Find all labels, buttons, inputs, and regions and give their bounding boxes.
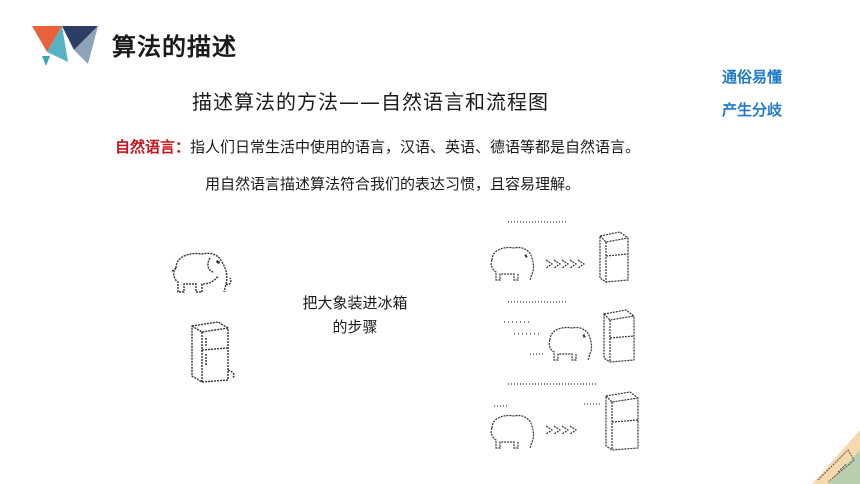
tag-easy: 通俗易懂 <box>722 68 783 86</box>
definition-text: 指人们日常生活中使用的语言，汉语、英语、德语等都是自然语言。 <box>190 138 641 156</box>
corner-decoration-icon <box>812 430 860 484</box>
definition-line: 自然语言：指人们日常生活中使用的语言，汉语、英语、德语等都是自然语言。 <box>115 136 640 157</box>
tag-ambiguity: 产生分歧 <box>722 101 783 119</box>
step-3-sketch <box>490 383 639 451</box>
fridge-icon <box>191 321 235 383</box>
slide-subtitle: 描述算法的方法——自然语言和流程图 <box>192 90 549 114</box>
definition-term: 自然语言： <box>115 138 191 156</box>
caption-line-2: 的步骤 <box>332 318 378 336</box>
elephant-icon <box>170 252 232 293</box>
step-2-sketch <box>504 301 635 363</box>
logo-icon <box>32 26 98 66</box>
caption-line-1: 把大象装进冰箱 <box>302 294 408 312</box>
step-1-sketch <box>490 221 629 283</box>
page-title: 算法的描述 <box>112 33 237 61</box>
elephant-steps-caption: 把大象装进冰箱 的步骤 <box>290 291 420 339</box>
explanation-line: 用自然语言描述算法符合我们的表达习惯，且容易理解。 <box>205 175 581 193</box>
